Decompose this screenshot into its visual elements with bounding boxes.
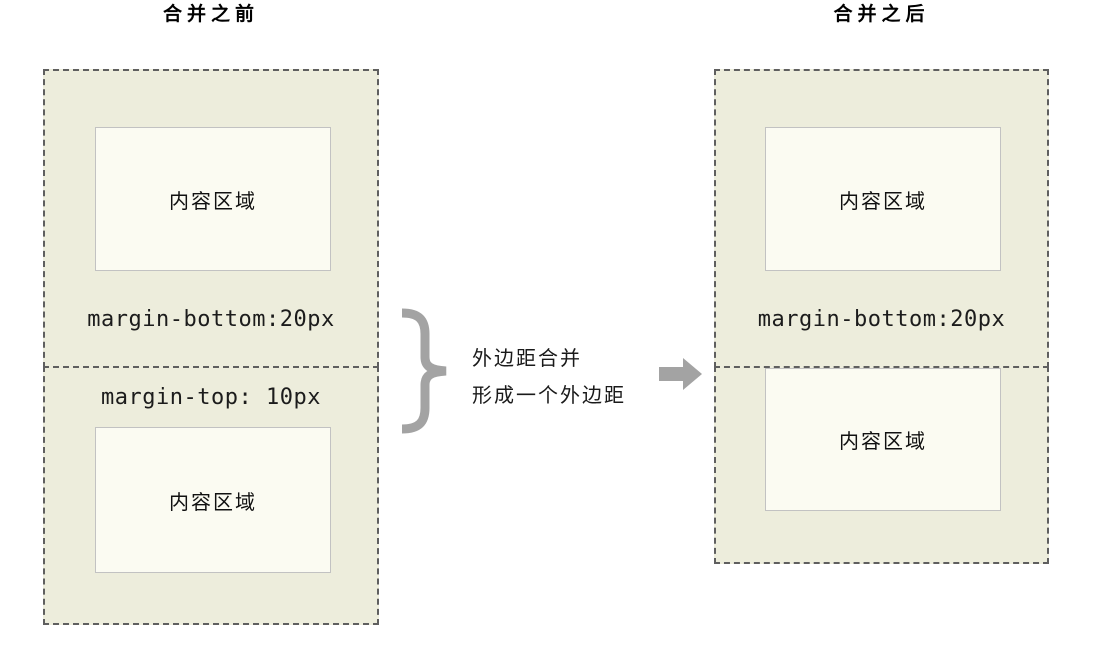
content-area-label: 内容区域	[169, 190, 257, 213]
before-top-content-box: 内容区域	[95, 127, 331, 271]
after-top-margin-box: 内容区域 margin-bottom:20px	[714, 69, 1049, 368]
content-area-label: 内容区域	[169, 491, 257, 514]
after-top-content-box: 内容区域	[765, 127, 1001, 271]
before-bottom-margin-box: margin-top: 10px 内容区域	[43, 366, 379, 625]
after-bottom-margin-box: 内容区域	[714, 366, 1049, 564]
after-title: 合并之后	[833, 4, 930, 25]
margin-top-label: margin-top: 10px	[101, 385, 321, 410]
merge-note-line2: 形成一个外边距	[472, 385, 626, 407]
margin-bottom-label: margin-bottom:20px	[757, 307, 1006, 332]
arrow-right-icon	[659, 358, 702, 390]
merge-note-line1: 外边距合并	[472, 348, 582, 370]
before-title: 合并之前	[162, 4, 259, 25]
content-area-label: 内容区域	[839, 431, 927, 453]
content-area-label: 内容区域	[839, 190, 927, 213]
after-bottom-content-box: 内容区域	[765, 368, 1001, 511]
curly-brace-icon	[394, 306, 456, 434]
margin-bottom-label: margin-bottom:20px	[87, 307, 335, 332]
before-top-margin-box: 内容区域 margin-bottom:20px	[43, 69, 379, 368]
before-bottom-content-box: 内容区域	[95, 427, 331, 573]
merge-note: 外边距合并 形成一个外边距	[472, 341, 662, 415]
